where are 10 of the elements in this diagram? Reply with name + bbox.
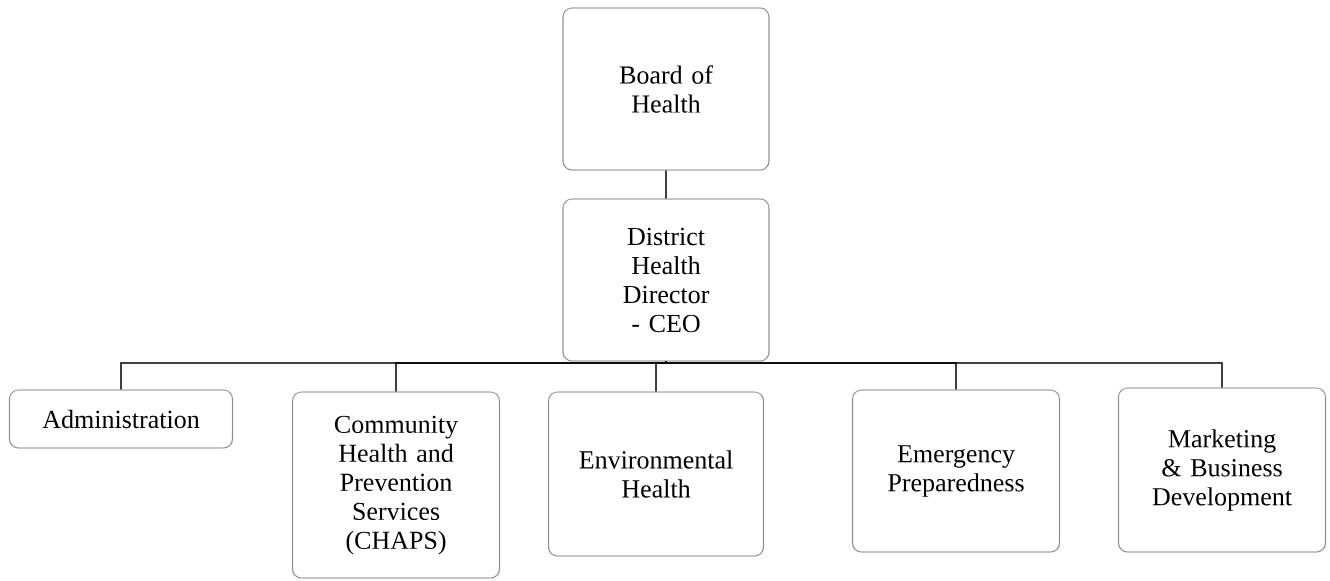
- org-box: Marketing & Business Development: [1117, 387, 1327, 553]
- connector-line: [665, 169, 667, 200]
- org-box: Community Health and Prevention Services (CHAPS): [291, 391, 501, 579]
- org-box: Board of Health: [562, 7, 770, 171]
- connector-line: [665, 360, 1223, 389]
- org-box: Environmental Health: [547, 391, 765, 557]
- connector-line: [655, 360, 667, 393]
- org-box: District Health Director - CEO: [562, 198, 770, 362]
- org-box: Emergency Preparedness: [851, 389, 1061, 553]
- org-box: Administration: [8, 389, 234, 449]
